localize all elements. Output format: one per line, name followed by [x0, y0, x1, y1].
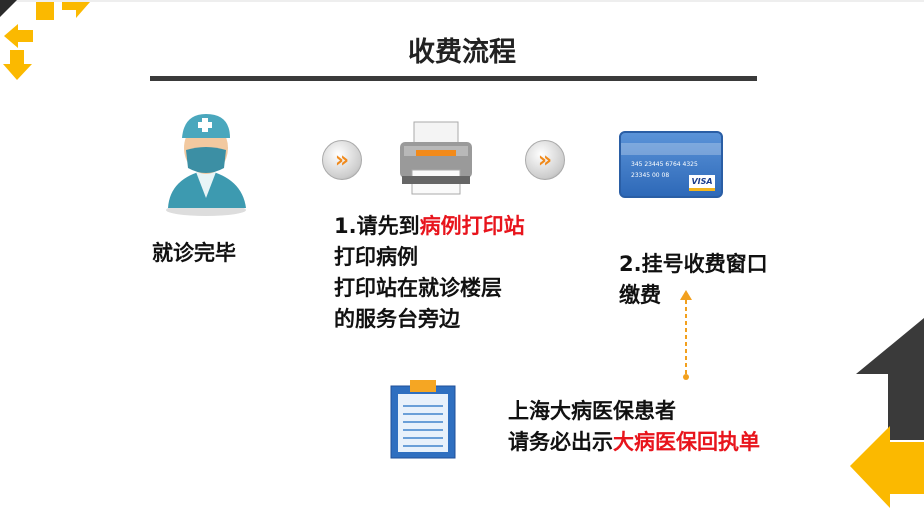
- credit-card-icon: 345 23445 6764 4325 23345 00 08 VISA: [619, 131, 723, 198]
- step1-text: 1.请先到病例打印站 打印病例 打印站在就诊楼层 的服务台旁边: [334, 211, 525, 335]
- step2-line2: 缴费: [619, 283, 661, 307]
- step2-text: 2.挂号收费窗口 缴费: [619, 249, 768, 311]
- page-title: 收费流程: [408, 37, 516, 68]
- visa-logo: VISA: [689, 175, 715, 191]
- printer-icon: [400, 121, 472, 195]
- dashed-arrow-up-icon: [680, 290, 692, 380]
- note-text: 上海大病医保患者 请务必出示大病医保回执单: [508, 396, 760, 458]
- step1-line3: 打印站在就诊楼层: [334, 276, 502, 300]
- step-done-label: 就诊完毕: [152, 241, 236, 265]
- step1-highlight: 病例打印站: [419, 214, 525, 238]
- clipboard-icon: [390, 380, 456, 459]
- step1-line2: 打印病例: [334, 245, 418, 269]
- note-line1: 上海大病医保患者: [508, 399, 676, 423]
- step1-line4: 的服务台旁边: [334, 307, 460, 331]
- step1-line1: 1.请先到病例打印站: [334, 211, 525, 242]
- chevron-right-icon: »: [322, 140, 362, 180]
- note-prefix: 请务必出示: [508, 430, 613, 454]
- note-highlight: 大病医保回执单: [613, 430, 760, 454]
- card-line2: 23345 00 08: [631, 172, 670, 179]
- card-number: 345 23445 6764 4325: [631, 161, 698, 168]
- doctor-icon: [166, 114, 246, 216]
- chevron-right-icon: »: [525, 140, 565, 180]
- corner-arrows-bottom-right-icon: [850, 318, 924, 508]
- note-line2: 请务必出示大病医保回执单: [508, 427, 760, 458]
- step1-prefix: 1.请先到: [334, 214, 420, 238]
- top-border: [0, 0, 924, 2]
- step2-line1: 2.挂号收费窗口: [619, 252, 768, 276]
- title-divider: [150, 76, 757, 81]
- corner-arrows-top-left-icon: [0, 0, 90, 80]
